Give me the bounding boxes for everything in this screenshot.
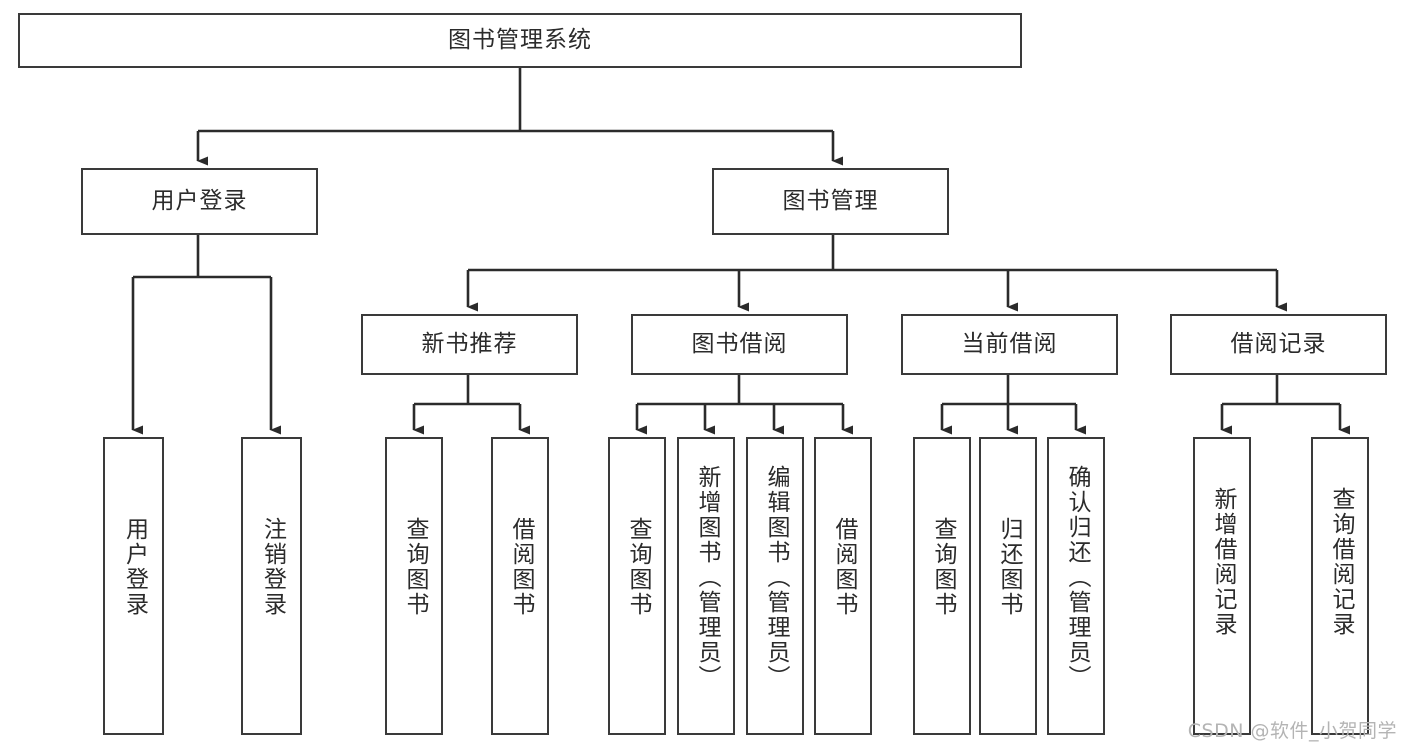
node-new-book-recommend-label: 新书推荐 — [421, 331, 518, 358]
node-leaf-add-borrow-record-label: 新增借阅记录 — [1209, 487, 1236, 637]
node-leaf-add-book-admin[interactable]: 新增图书（管理员） — [677, 437, 735, 735]
node-leaf-user-login[interactable]: 用户登录 — [103, 437, 164, 735]
node-leaf-logout-label: 注销登录 — [259, 517, 286, 617]
node-leaf-confirm-return-admin-label: 确认归还（管理员） — [1063, 465, 1090, 690]
node-leaf-query-book-current-label: 查询图书 — [929, 517, 956, 617]
node-book-management[interactable]: 图书管理 — [712, 168, 949, 235]
node-leaf-query-book-borrow-label: 查询图书 — [624, 517, 651, 617]
node-leaf-borrow-book-recommend-label: 借阅图书 — [507, 517, 534, 617]
node-leaf-confirm-return-admin[interactable]: 确认归还（管理员） — [1047, 437, 1105, 735]
node-leaf-add-book-admin-label: 新增图书（管理员） — [693, 465, 720, 690]
node-leaf-return-book-label: 归还图书 — [995, 517, 1022, 617]
node-book-management-label: 图书管理 — [782, 188, 879, 215]
node-leaf-query-book-borrow[interactable]: 查询图书 — [608, 437, 666, 735]
node-leaf-user-login-label: 用户登录 — [121, 517, 148, 617]
node-leaf-edit-book-admin-label: 编辑图书（管理员） — [762, 465, 789, 690]
node-leaf-borrow-book[interactable]: 借阅图书 — [814, 437, 872, 735]
node-book-borrow[interactable]: 图书借阅 — [631, 314, 848, 375]
node-leaf-query-book-recommend-label: 查询图书 — [401, 517, 428, 617]
node-new-book-recommend[interactable]: 新书推荐 — [361, 314, 578, 375]
node-leaf-edit-book-admin[interactable]: 编辑图书（管理员） — [746, 437, 804, 735]
node-leaf-query-book-recommend[interactable]: 查询图书 — [385, 437, 443, 735]
node-leaf-query-book-current[interactable]: 查询图书 — [913, 437, 971, 735]
node-borrow-records[interactable]: 借阅记录 — [1170, 314, 1387, 375]
node-user-login[interactable]: 用户登录 — [81, 168, 318, 235]
node-borrow-records-label: 借阅记录 — [1230, 331, 1327, 358]
node-leaf-query-borrow-record-label: 查询借阅记录 — [1327, 487, 1354, 637]
node-leaf-add-borrow-record[interactable]: 新增借阅记录 — [1193, 437, 1251, 735]
watermark-text: CSDN @软件_小贺同学 — [1187, 720, 1397, 742]
node-user-login-label: 用户登录 — [151, 188, 248, 215]
node-leaf-borrow-book-label: 借阅图书 — [830, 517, 857, 617]
node-leaf-query-borrow-record[interactable]: 查询借阅记录 — [1311, 437, 1369, 735]
node-book-borrow-label: 图书借阅 — [691, 331, 788, 358]
node-root[interactable]: 图书管理系统 — [18, 13, 1022, 68]
node-leaf-return-book[interactable]: 归还图书 — [979, 437, 1037, 735]
node-root-label: 图书管理系统 — [448, 27, 592, 54]
node-leaf-borrow-book-recommend[interactable]: 借阅图书 — [491, 437, 549, 735]
node-current-borrow[interactable]: 当前借阅 — [901, 314, 1118, 375]
node-leaf-logout[interactable]: 注销登录 — [241, 437, 302, 735]
node-current-borrow-label: 当前借阅 — [961, 331, 1058, 358]
